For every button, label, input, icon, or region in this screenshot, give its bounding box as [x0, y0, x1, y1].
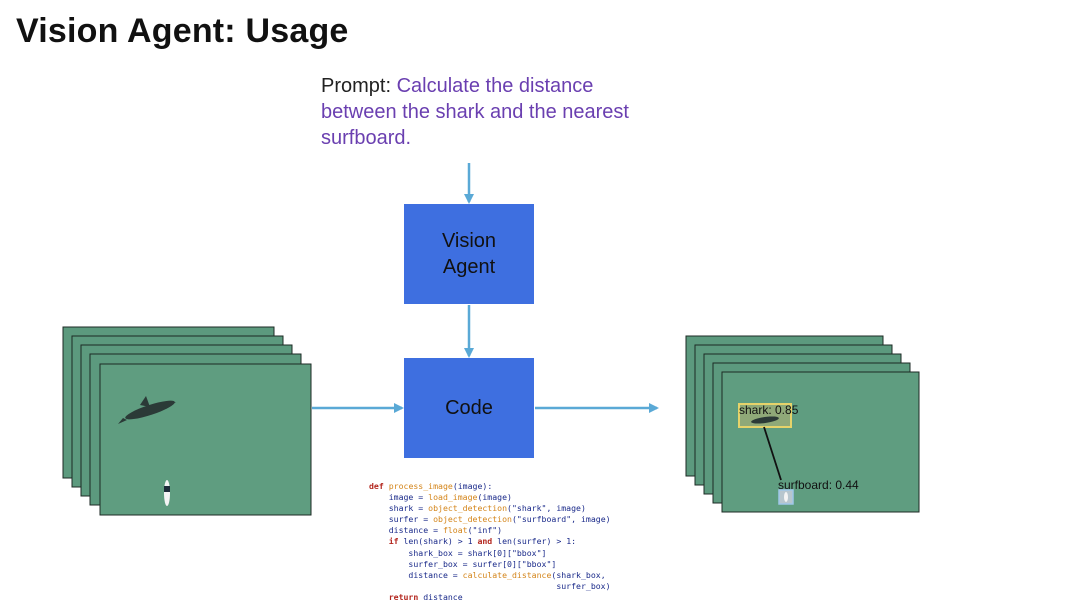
code-line: shark = object_detection("shark", image) [369, 503, 586, 514]
code-line: return distance [388, 591, 463, 602]
code-line: surfer_box = surfer[0]["bbox"] [369, 558, 557, 569]
shark-detection-label: shark: 0.85 [739, 403, 799, 417]
surfboard-detection-label: surfboard: 0.44 [778, 478, 859, 492]
code-box-label: Code [445, 397, 493, 419]
shark-icon [118, 396, 176, 424]
surfboard-detected-icon [784, 492, 788, 502]
code-box [404, 358, 534, 458]
code-line: distance = calculate_distance(shark_box, [369, 569, 606, 580]
prompt-text-block: Prompt: Calculate the distance between t… [321, 73, 641, 151]
shark-detected-icon [751, 416, 779, 424]
code-line: distance = float("inf") [369, 525, 503, 536]
code-line: surfer_box) [369, 580, 611, 591]
code-line: if len(shark) > 1 and len(surfer) > 1: [388, 536, 577, 547]
slide-title: Vision Agent: Usage [16, 12, 349, 50]
vision-agent-box [404, 204, 534, 304]
code-snippet: def process_image(image): image = load_i… [369, 481, 611, 603]
code-line: def process_image(image): [369, 481, 493, 491]
vision-agent-label: Vision Agent [441, 230, 497, 278]
code-line: shark_box = shark[0]["bbox"] [369, 547, 547, 558]
distance-line [763, 426, 782, 481]
output-image-stack [685, 335, 920, 513]
code-line: image = load_image(image) [369, 492, 512, 503]
surfer-icon [164, 480, 170, 506]
prompt-label: Prompt: [321, 75, 397, 97]
code-line: surfer = object_detection("surfboard", i… [369, 514, 611, 525]
prompt-content: Calculate the distance between the shark… [321, 75, 629, 149]
input-image-stack [62, 326, 312, 516]
